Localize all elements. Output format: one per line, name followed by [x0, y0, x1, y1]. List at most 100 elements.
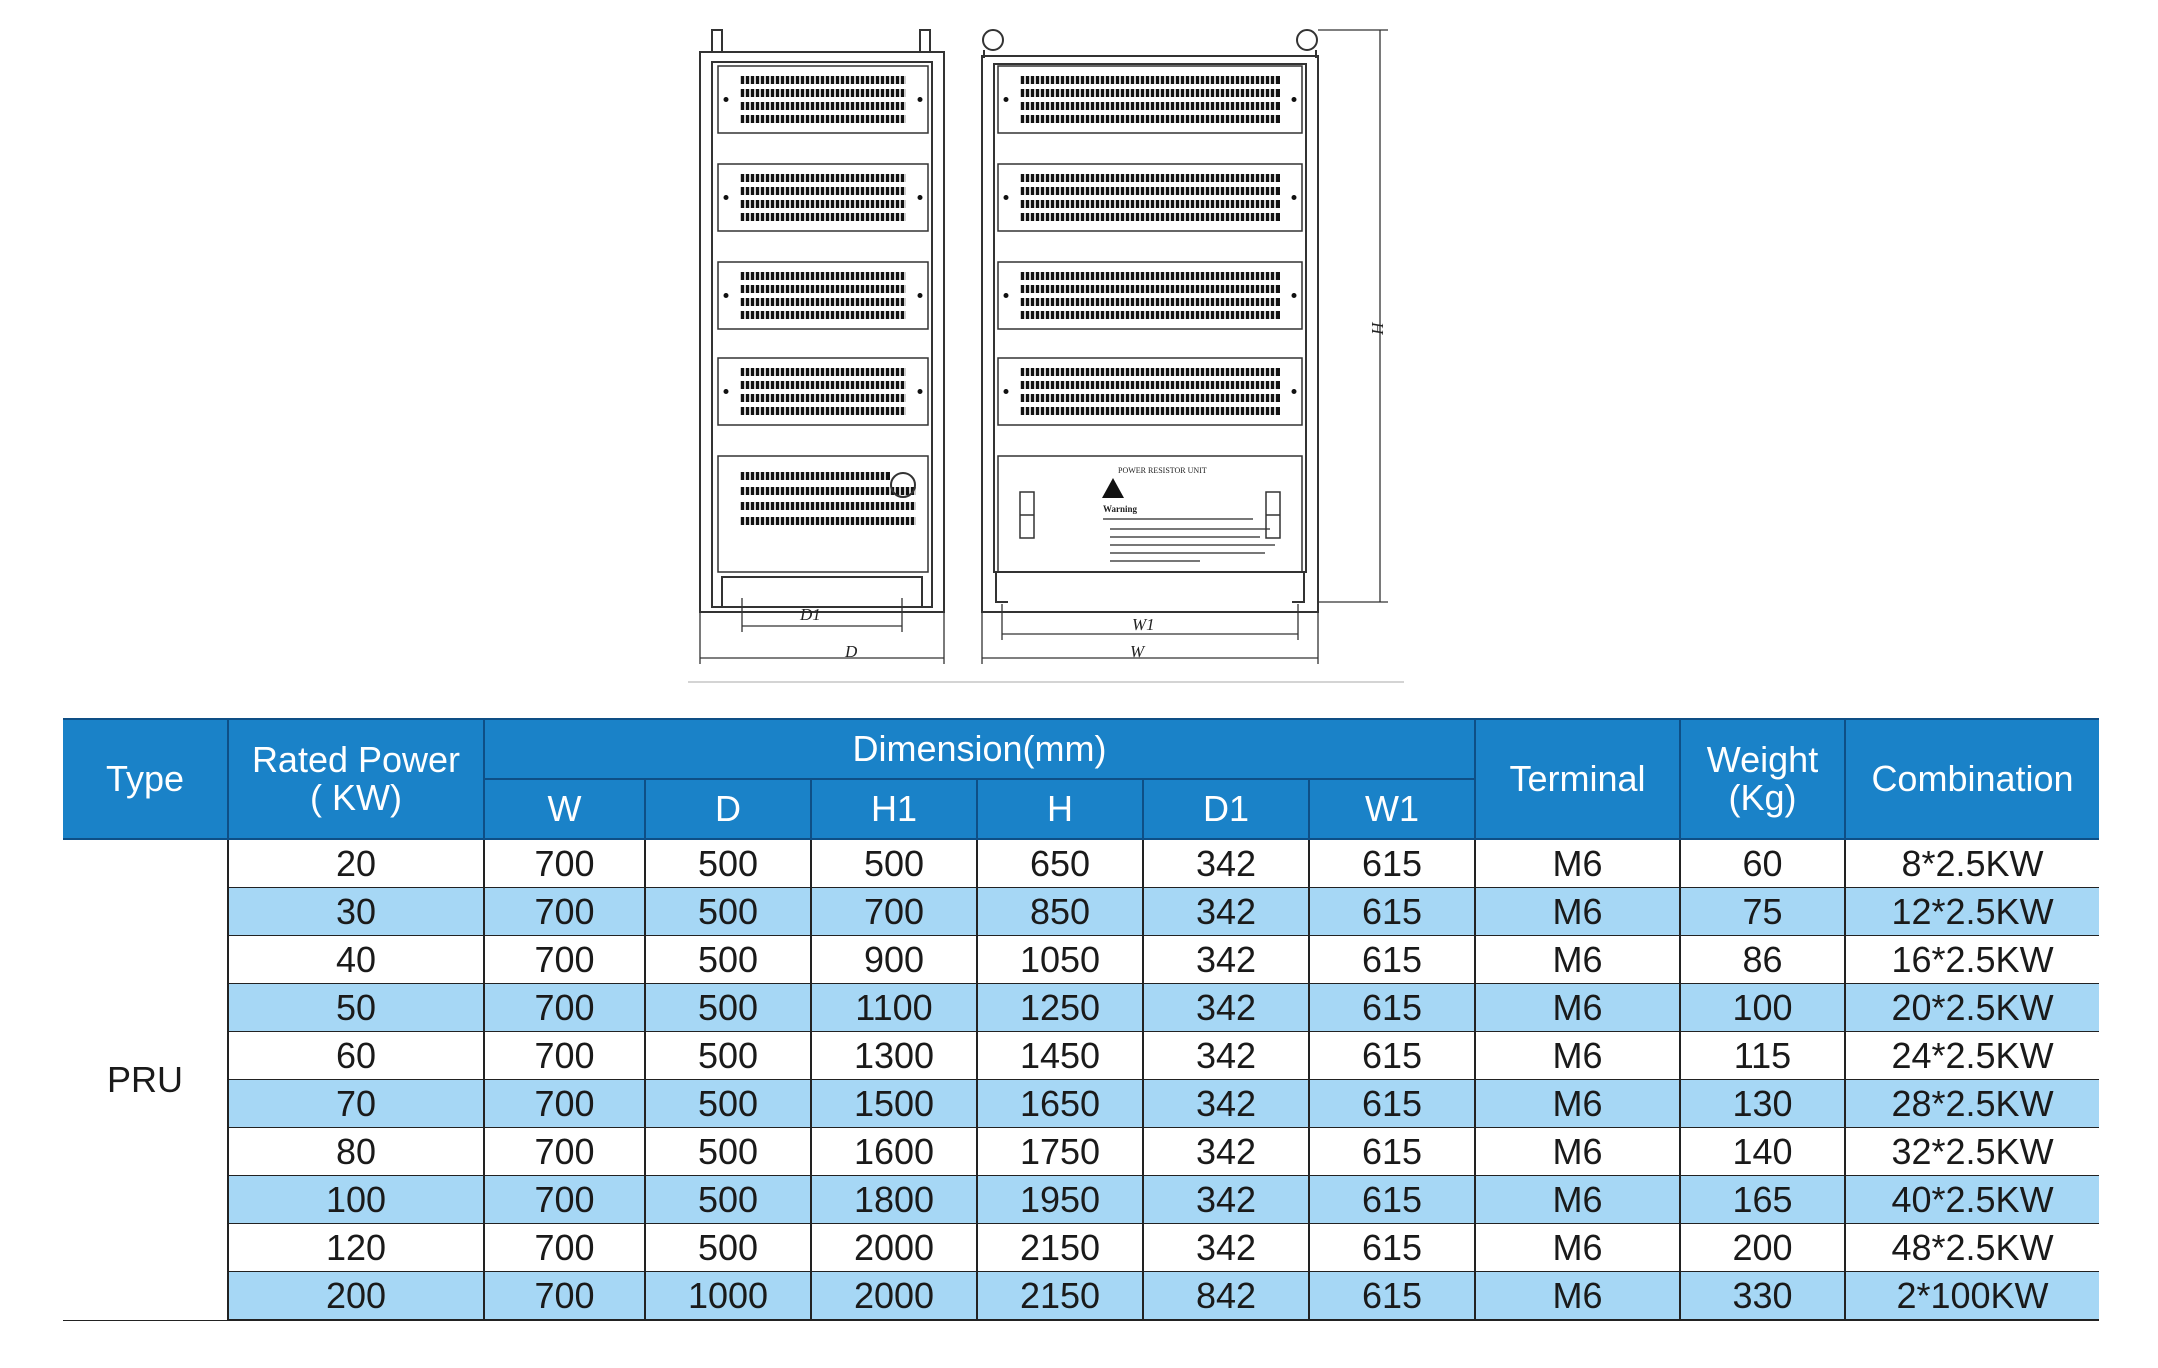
table-cell: 850: [976, 887, 1144, 936]
table-cell: 700: [483, 1223, 646, 1272]
table-cell: 1100: [810, 983, 978, 1032]
table-cell: 330: [1679, 1271, 1846, 1321]
table-cell: 500: [644, 935, 812, 984]
table-cell: 1950: [976, 1175, 1144, 1224]
header-combination: Combination: [1844, 718, 2099, 840]
header-rated-power-line2: ( KW): [310, 777, 402, 818]
header-dim-d1: D1: [1142, 778, 1310, 840]
vent-slot-row: [740, 407, 906, 415]
table-cell: 500: [644, 1127, 812, 1176]
terminal-block-left: [1019, 491, 1035, 539]
type-cell: PRU: [63, 838, 229, 1321]
table-cell: 615: [1308, 838, 1476, 888]
table-cell: 12*2.5KW: [1844, 887, 2099, 936]
table-cell: 120: [227, 1223, 485, 1272]
vent-slot-row: [740, 298, 906, 306]
table-cell: M6: [1474, 887, 1681, 936]
table-cell: M6: [1474, 1271, 1681, 1321]
table-cell: 615: [1308, 1175, 1476, 1224]
table-cell: 60: [227, 1031, 485, 1080]
table-cell: 700: [483, 1127, 646, 1176]
table-cell: M6: [1474, 1175, 1681, 1224]
header-dim-w1: W1: [1308, 778, 1476, 840]
table-cell: 100: [1679, 983, 1846, 1032]
dim-label-d: D: [844, 642, 858, 661]
dim-label-d1: D1: [799, 605, 821, 624]
vent-slot-row: [740, 89, 906, 97]
vent-slot-row: [740, 187, 906, 195]
vent-slot-row: [740, 272, 906, 280]
warning-title: Warning: [1103, 504, 1138, 514]
table-cell: 700: [483, 983, 646, 1032]
table-cell: 500: [644, 1175, 812, 1224]
table-cell: 1750: [976, 1127, 1144, 1176]
table-cell: 32*2.5KW: [1844, 1127, 2099, 1176]
table-cell: 20: [227, 838, 485, 888]
table-cell: 615: [1308, 1031, 1476, 1080]
table-cell: 700: [483, 838, 646, 888]
dim-label-h: H: [1368, 321, 1387, 336]
table-cell: 500: [810, 838, 978, 888]
table-cell: 2*100KW: [1844, 1271, 2099, 1321]
table-cell: 8*2.5KW: [1844, 838, 2099, 888]
header-dim-d: D: [644, 778, 812, 840]
table-cell: 28*2.5KW: [1844, 1079, 2099, 1128]
dimension-lines: [688, 29, 1404, 683]
table-cell: M6: [1474, 1031, 1681, 1080]
vent-grilles: [717, 65, 1303, 573]
table-cell: 200: [1679, 1223, 1846, 1272]
table-cell: 1250: [976, 983, 1144, 1032]
table-cell: 500: [644, 1031, 812, 1080]
table-cell: 615: [1308, 1223, 1476, 1272]
vent-slot-row: [740, 394, 906, 402]
table-cell: 50: [227, 983, 485, 1032]
table-cell: 342: [1142, 983, 1310, 1032]
table-cell: 16*2.5KW: [1844, 935, 2099, 984]
table-cell: 1650: [976, 1079, 1144, 1128]
cabinet-drawing: POWER RESISTOR UNIT Warning: [688, 29, 1404, 683]
indicator-lamp-icon: [890, 472, 916, 498]
header-dim-h: H: [976, 778, 1144, 840]
header-dim-w: W: [483, 778, 646, 840]
table-cell: 700: [483, 887, 646, 936]
table-cell: 86: [1679, 935, 1846, 984]
table-cell: 1050: [976, 935, 1144, 984]
table-cell: 1800: [810, 1175, 978, 1224]
header-dimension: Dimension(mm): [483, 718, 1476, 780]
vent-slot-row: [740, 174, 906, 182]
table-cell: 500: [644, 887, 812, 936]
table-cell: 650: [976, 838, 1144, 888]
table-cell: 1000: [644, 1271, 812, 1321]
table-cell: 342: [1142, 1127, 1310, 1176]
table-cell: 342: [1142, 838, 1310, 888]
table-cell: 1500: [810, 1079, 978, 1128]
table-cell: 1450: [976, 1031, 1144, 1080]
table-cell: 900: [810, 935, 978, 984]
header-weight-line2: (Kg): [1728, 777, 1797, 818]
table-cell: 615: [1308, 1127, 1476, 1176]
table-cell: M6: [1474, 838, 1681, 888]
table-cell: 2000: [810, 1271, 978, 1321]
table-cell: 342: [1142, 935, 1310, 984]
table-cell: M6: [1474, 1223, 1681, 1272]
table-cell: 140: [1679, 1127, 1846, 1176]
table-cell: 342: [1142, 887, 1310, 936]
vent-slot-row: [740, 381, 906, 389]
table-cell: 2150: [976, 1223, 1144, 1272]
table-cell: 342: [1142, 1175, 1310, 1224]
header-weight: Weight (Kg): [1679, 718, 1846, 840]
vent-slot-row: [740, 200, 906, 208]
table-cell: 615: [1308, 887, 1476, 936]
table-cell: 342: [1142, 1079, 1310, 1128]
table-cell: 165: [1679, 1175, 1846, 1224]
table-cell: 75: [1679, 887, 1846, 936]
table-cell: 700: [483, 1271, 646, 1321]
